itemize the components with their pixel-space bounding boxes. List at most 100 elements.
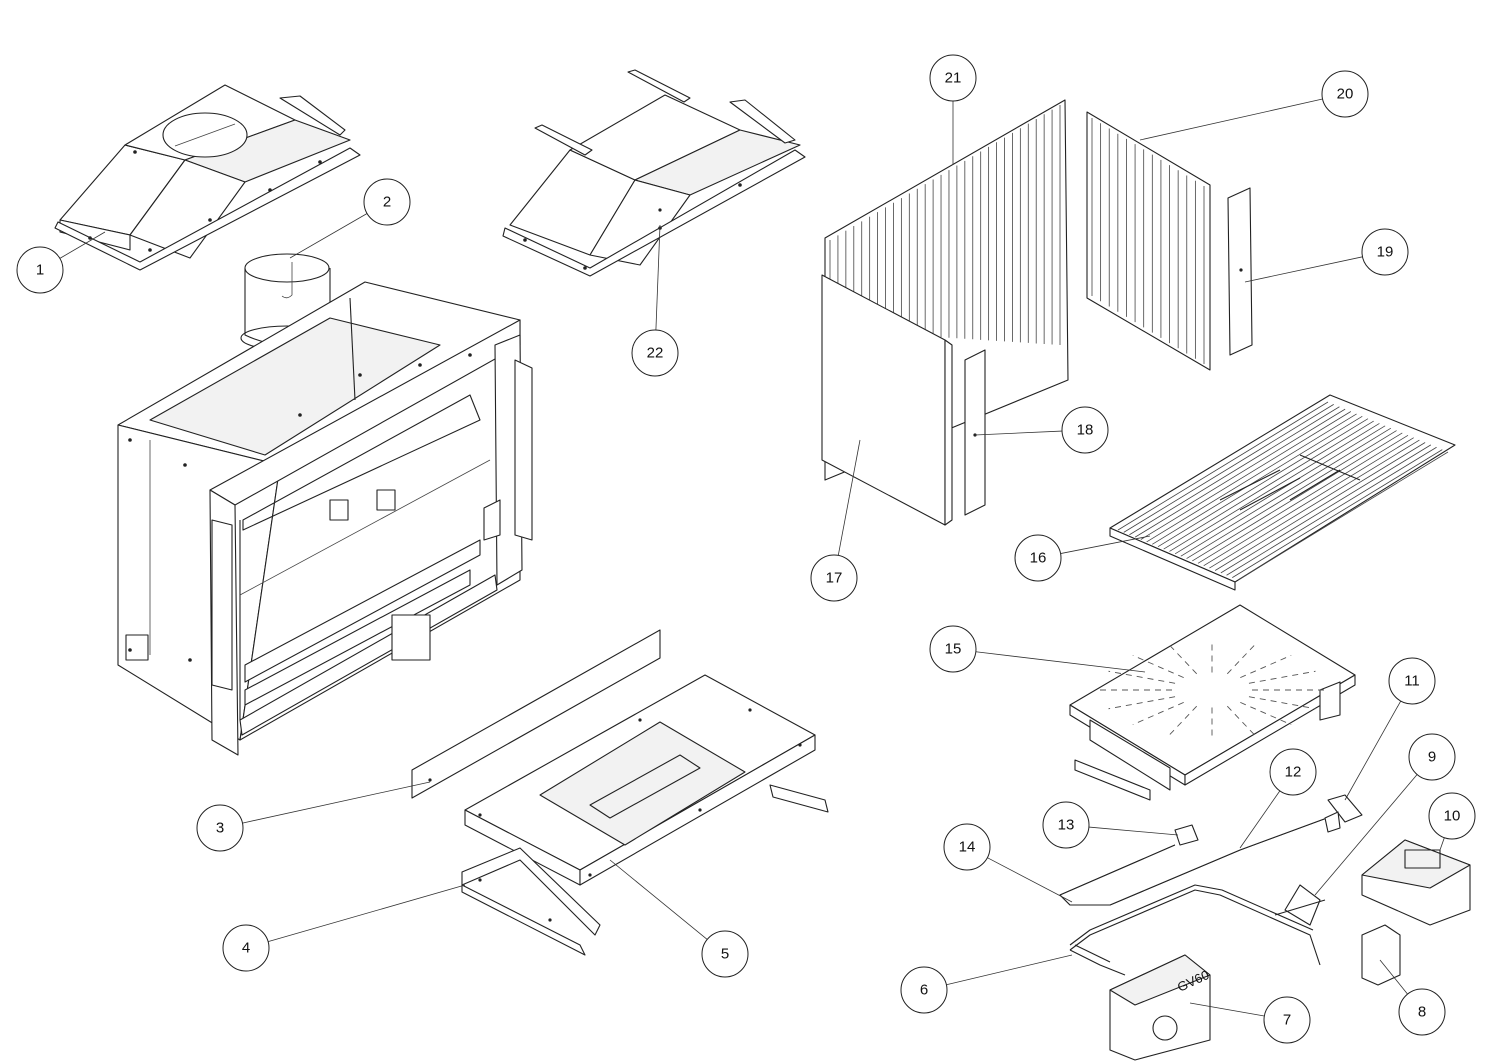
leader-line-20 — [1139, 98, 1323, 141]
callout-7: 7 — [1263, 996, 1311, 1044]
callout-circle — [1263, 996, 1311, 1044]
callout-circle — [363, 178, 411, 226]
callout-label: 16 — [1030, 550, 1047, 567]
callout-8: 8 — [1398, 988, 1446, 1036]
part-1-flue-hood — [54, 84, 361, 271]
callout-14: 14 — [943, 823, 991, 871]
callout-circle — [222, 924, 270, 972]
callout-label: 7 — [1283, 1012, 1291, 1029]
part-15-burner — [1069, 604, 1356, 801]
callout-label: 12 — [1285, 764, 1302, 781]
part-9-pilot-assembly — [1274, 884, 1326, 926]
callout-18: 18 — [1061, 406, 1109, 454]
leader-line-15 — [975, 651, 1146, 673]
part-8-receiver — [1361, 924, 1401, 986]
callout-5: 5 — [701, 930, 749, 978]
callout-1: 1 — [16, 246, 64, 294]
callout-circle — [1361, 228, 1409, 276]
callout-label: 18 — [1077, 422, 1094, 439]
callout-19: 19 — [1361, 228, 1409, 276]
callout-label: 15 — [945, 641, 962, 658]
callout-label: 14 — [959, 839, 976, 856]
callout-circle — [810, 554, 858, 602]
callout-16: 16 — [1014, 534, 1062, 582]
callout-label: 3 — [216, 820, 224, 837]
leader-line-4 — [267, 884, 466, 943]
part-17-side-refractory — [821, 274, 953, 526]
leader-line-5 — [609, 859, 708, 940]
callout-label: 19 — [1377, 244, 1394, 261]
leader-line-6 — [946, 954, 1073, 986]
callout-label: 5 — [721, 946, 729, 963]
callout-15: 15 — [929, 625, 977, 673]
part-20-right-refractory — [1086, 111, 1211, 371]
callout-4: 4 — [222, 924, 270, 972]
firebox-body — [117, 281, 533, 756]
callout-circle — [16, 246, 64, 294]
leader-line-3 — [242, 781, 431, 824]
callout-label: 6 — [920, 982, 928, 999]
callout-label: 20 — [1337, 86, 1354, 103]
leader-line-13 — [1088, 826, 1179, 836]
part-13-fitting — [1174, 824, 1199, 846]
part-7-gas-valve: GV60 — [1109, 954, 1211, 1061]
leader-line-17 — [837, 439, 861, 556]
callout-circle — [929, 54, 977, 102]
callout-circle — [631, 329, 679, 377]
callout-circle — [1014, 534, 1062, 582]
leader-line-22 — [655, 224, 661, 331]
callout-circle — [1269, 748, 1317, 796]
part-19-side-strip — [1227, 187, 1253, 356]
callout-10: 10 — [1428, 792, 1476, 840]
callout-circle — [1388, 657, 1436, 705]
leader-lines — [59, 98, 1445, 1017]
callout-circle — [1398, 988, 1446, 1036]
part-18-side-strip — [964, 349, 986, 516]
gas-pipes — [1059, 814, 1336, 976]
callout-11: 11 — [1388, 657, 1436, 705]
leader-line-7 — [1189, 1002, 1265, 1017]
callout-label: 13 — [1058, 817, 1075, 834]
callout-9: 9 — [1408, 733, 1456, 781]
callout-circle — [929, 625, 977, 673]
leader-line-2 — [289, 213, 368, 259]
part-5-burner-tray — [464, 674, 829, 886]
callout-label: 4 — [242, 940, 250, 957]
callout-circle — [1042, 801, 1090, 849]
callout-label: 21 — [945, 70, 962, 87]
callout-circle — [1408, 733, 1456, 781]
callout-circle — [1321, 70, 1369, 118]
callout-label: 1 — [36, 262, 44, 279]
leader-line-16 — [1060, 535, 1151, 554]
callout-circle — [1428, 792, 1476, 840]
callout-12: 12 — [1269, 748, 1317, 796]
callout-6: 6 — [900, 966, 948, 1014]
callout-17: 17 — [810, 554, 858, 602]
part-10-ignition-module — [1361, 839, 1471, 926]
callout-21: 21 — [929, 54, 977, 102]
callout-label: 9 — [1428, 749, 1436, 766]
callout-circle — [701, 930, 749, 978]
leader-line-9 — [1314, 774, 1418, 896]
part-3-trim-strip — [411, 629, 661, 799]
callout-label: 10 — [1444, 808, 1461, 825]
callout-20: 20 — [1321, 70, 1369, 118]
callout-circle — [900, 966, 948, 1014]
leader-line-12 — [1239, 790, 1281, 849]
leader-line-11 — [1344, 700, 1402, 801]
callout-3: 3 — [196, 804, 244, 852]
part-11-tee-fitting — [1324, 794, 1363, 833]
callout-13: 13 — [1042, 801, 1090, 849]
callout-circle — [1061, 406, 1109, 454]
callout-label: 22 — [647, 345, 664, 362]
leader-line-1 — [59, 231, 106, 259]
part-4-support-bracket — [461, 847, 601, 956]
callout-2: 2 — [363, 178, 411, 226]
leader-line-19 — [1244, 256, 1363, 283]
leader-line-14 — [987, 857, 1073, 903]
callout-label: 2 — [383, 194, 391, 211]
callout-label: 8 — [1418, 1004, 1426, 1021]
part-16-ember-floor — [1109, 394, 1456, 591]
